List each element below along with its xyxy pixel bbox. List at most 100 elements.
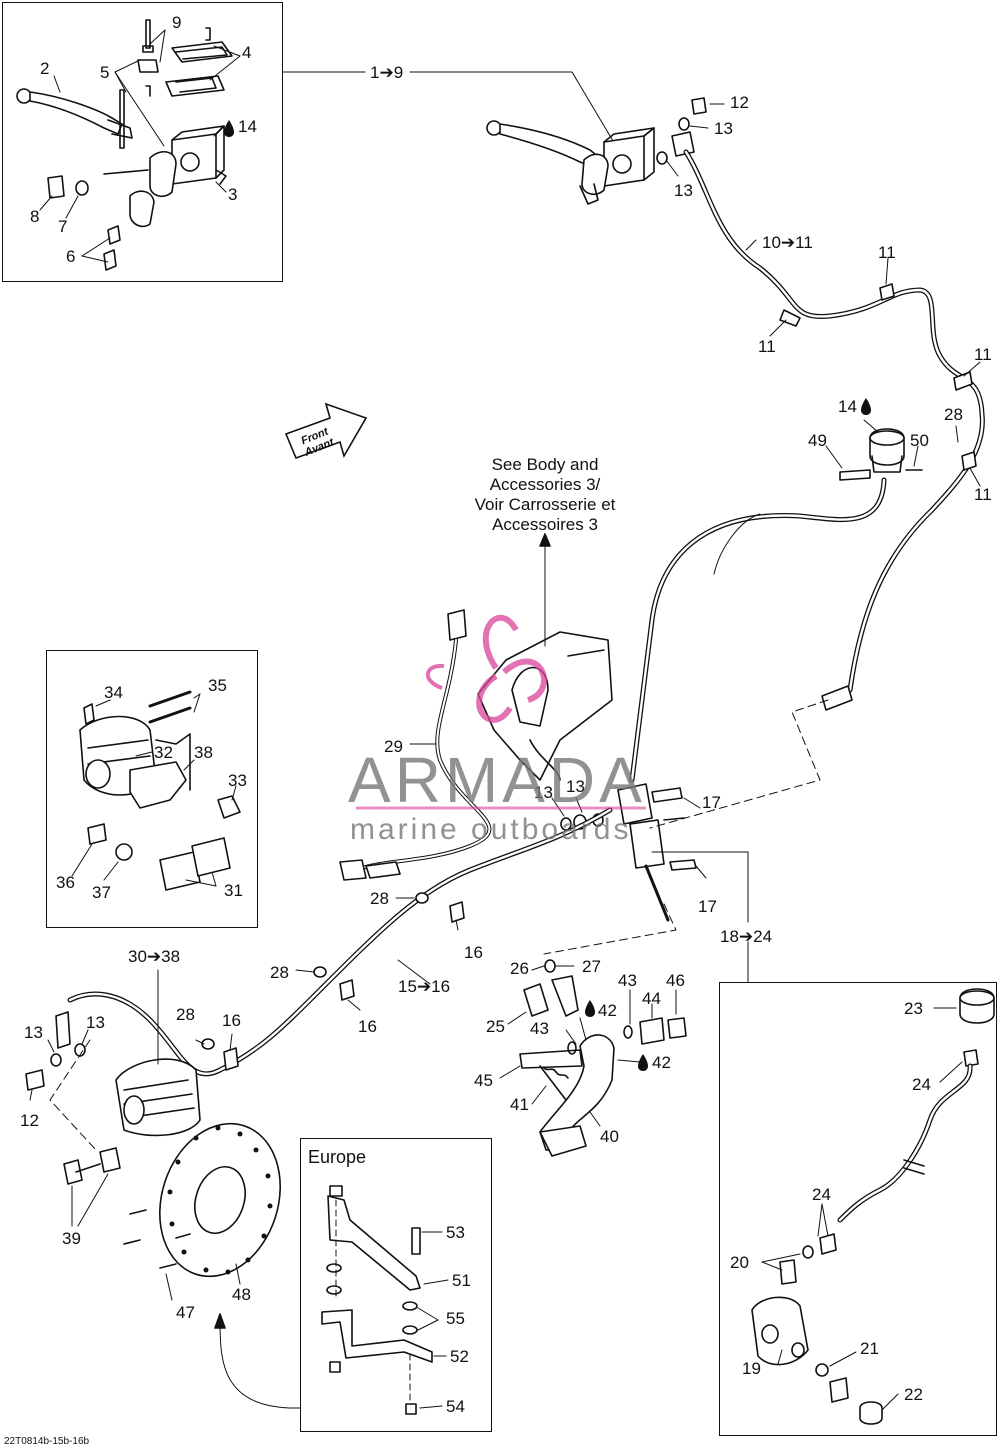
inset-master-cylinder-art — [16, 19, 241, 271]
part-label: 54 — [446, 1397, 465, 1416]
part-label: 5 — [100, 63, 110, 82]
inset-box-master-cylinder — [2, 2, 283, 282]
watermark-tagline: marine outboards — [350, 813, 632, 846]
part-label: 17 — [698, 897, 717, 916]
inset-reservoir-hose-art — [751, 988, 995, 1425]
part-label: 11 — [974, 485, 992, 504]
part-label: 21 — [860, 1339, 879, 1358]
part-label: 40 — [600, 1127, 619, 1146]
see-body-line: See Body and — [491, 455, 599, 474]
part-label: 38 — [194, 743, 213, 762]
part-label: 16 — [358, 1017, 377, 1036]
part-label: 3 — [228, 185, 238, 204]
part-label: 12 — [20, 1111, 39, 1130]
brake-pedal-art — [519, 959, 687, 1157]
part-label: 42 — [652, 1053, 671, 1072]
part-label: 46 — [666, 971, 685, 990]
see-body-line: Voir Carrosserie et — [474, 495, 616, 514]
part-label: 25 — [486, 1017, 505, 1036]
part-label: 11 — [878, 243, 896, 262]
part-label: 13 — [566, 777, 585, 796]
europe-bracket-art — [321, 1185, 433, 1415]
part-label: 16 — [464, 943, 483, 962]
part-label: 12 — [730, 93, 749, 112]
part-label: 28 — [944, 405, 963, 424]
part-label: 13 — [24, 1023, 43, 1042]
inset-box-europe — [300, 1138, 492, 1432]
part-label: 39 — [62, 1229, 81, 1248]
watermark-logo — [426, 614, 547, 723]
part-label: 48 — [232, 1285, 251, 1304]
watermark-brand: ARMADA — [348, 744, 646, 816]
inset-box-caliper — [46, 650, 258, 928]
part-label: 49 — [808, 431, 827, 450]
brake-disc-art — [123, 1122, 281, 1278]
part-label: 14 — [838, 397, 857, 416]
part-label: 26 — [510, 959, 529, 978]
part-label: 34 — [104, 683, 123, 702]
front-arrow-icon — [284, 402, 368, 460]
part-label: 11 — [758, 337, 776, 356]
part-label: 42 — [598, 1001, 617, 1020]
rear-caliper-art — [63, 1058, 201, 1185]
part-label: 31 — [224, 881, 243, 900]
part-label: 23 — [904, 999, 923, 1018]
part-label: 43 — [618, 971, 637, 990]
part-label: 52 — [450, 1347, 469, 1366]
part-label: 4 — [242, 43, 252, 62]
inset-box-reservoir — [719, 982, 997, 1436]
europe-label: Europe — [308, 1147, 367, 1167]
part-label: 50 — [910, 431, 929, 450]
part-range-label: 1➔9 — [370, 63, 404, 82]
part-label: 16 — [222, 1011, 241, 1030]
part-label: 51 — [452, 1271, 471, 1290]
part-label: 11 — [974, 345, 992, 364]
part-label: 44 — [642, 989, 661, 1008]
oil-drop-icon — [224, 120, 871, 1071]
part-label: 55 — [446, 1309, 465, 1328]
part-label: 24 — [912, 1075, 931, 1094]
part-label: 32 — [154, 743, 173, 762]
part-label: 13 — [86, 1013, 105, 1032]
part-label: 28 — [270, 963, 289, 982]
part-range-label: 30➔38 — [128, 947, 181, 966]
see-body-line: Accessories 3/ — [489, 475, 601, 494]
reservoir-art — [629, 428, 923, 783]
part-label: 17 — [702, 793, 721, 812]
part-label: 47 — [176, 1303, 195, 1322]
part-label: 19 — [742, 1359, 761, 1378]
part-label: 27 — [582, 957, 601, 976]
part-label: 29 — [384, 737, 403, 756]
part-label: 13 — [534, 783, 553, 802]
part-label: 45 — [474, 1071, 493, 1090]
part-label: 13 — [674, 181, 693, 200]
part-label: 28 — [176, 1005, 195, 1024]
part-label: 9 — [172, 13, 182, 32]
part-label: 43 — [530, 1019, 549, 1038]
part-label: 24 — [812, 1185, 831, 1204]
part-label: 53 — [446, 1223, 465, 1242]
part-label: 20 — [730, 1253, 749, 1272]
part-range-label: 10➔11 — [762, 233, 813, 252]
part-label: 2 — [40, 59, 50, 78]
see-body-line: Accessoires 3 — [492, 515, 598, 534]
part-label: 41 — [510, 1095, 529, 1114]
part-label: 6 — [66, 247, 76, 266]
see-body-note: See Body and Accessories 3/ Voir Carross… — [452, 455, 638, 535]
part-label: 28 — [370, 889, 389, 908]
reference-code: 22T0814b-15b-16b — [4, 1436, 90, 1447]
part-range-label: 18➔24 — [720, 927, 773, 946]
part-label: 22 — [904, 1385, 923, 1404]
part-label: 7 — [58, 217, 68, 236]
part-range-label: 15➔16 — [398, 977, 451, 996]
part-label: 33 — [228, 771, 247, 790]
part-label: 37 — [92, 883, 111, 902]
part-label: 13 — [714, 119, 733, 138]
master-cylinder-assembled-art — [486, 97, 707, 205]
part-label: 8 — [30, 207, 40, 226]
part-label: 14 — [238, 117, 257, 136]
rear-master-cylinder-art — [560, 783, 697, 922]
part-label: 35 — [208, 676, 227, 695]
